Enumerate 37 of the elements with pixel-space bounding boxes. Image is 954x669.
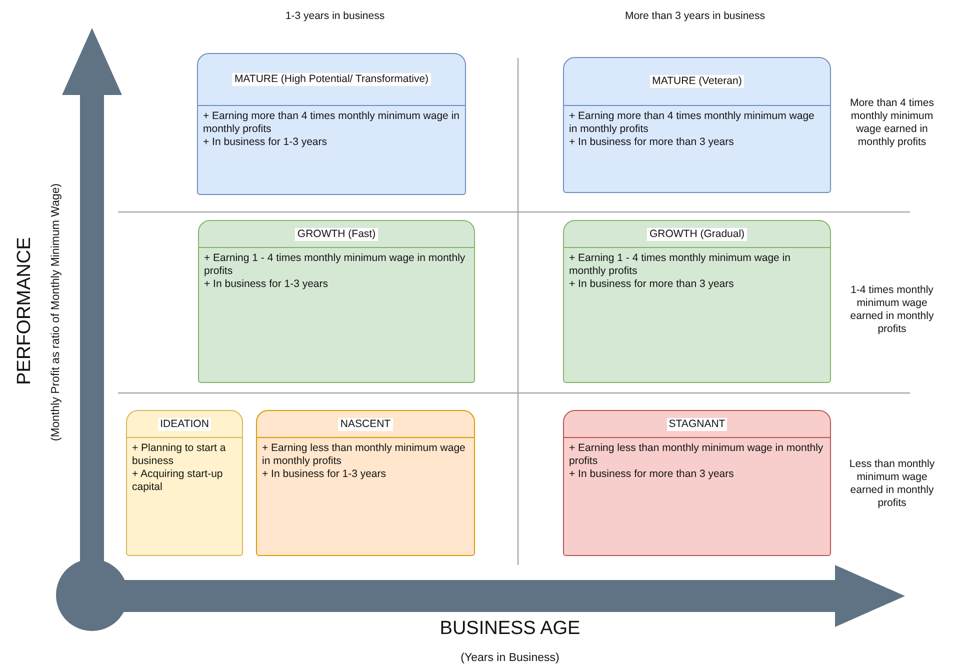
criterion-text: + In business for more than 3 years [569, 278, 735, 291]
row-label: More than 4 times monthly minimum wage earned in monthly profits [848, 97, 936, 149]
criterion-text: + In business for 1-3 years [204, 278, 330, 291]
criterion-text: + Earning more than 4 times monthly minimum wage in monthly profits [203, 110, 460, 136]
criterion-text: + Planning to start a business [132, 442, 227, 468]
stage-heading: IDEATION [158, 418, 211, 430]
stage-card [197, 53, 466, 195]
axis-title: BUSINESS AGE [438, 618, 582, 640]
criterion-text: + In business for more than 3 years [569, 468, 735, 481]
criterion-text: + Earning 1 - 4 times monthly minimum wage in monthly profits [204, 252, 466, 278]
criterion-text: + Earning less than monthly minimum wage in monthly profits [262, 442, 466, 468]
criterion-text: + Acquiring start-up capital [132, 468, 224, 494]
criterion-text: + In business for more than 3 years [569, 136, 735, 149]
stage-heading: NASCENT [338, 418, 393, 430]
criterion-text: + In business for 1-3 years [262, 468, 388, 481]
row-label: Less than monthly minimum wage earned in monthly profits [848, 458, 936, 510]
stage-heading: MATURE (Veteran) [650, 75, 744, 88]
criterion-text: + In business for 1-3 years [203, 136, 328, 149]
stage-heading: MATURE (High Potential/ Transformative) [232, 73, 431, 86]
row-label: 1-4 times monthly minimum wage earned in monthly profits [849, 284, 935, 336]
column-header: 1-3 years in business [284, 10, 386, 23]
stage-heading: STAGNANT [666, 418, 728, 430]
stage-card [126, 410, 243, 556]
stage-card [563, 57, 831, 193]
stage-card [198, 220, 475, 383]
axis-subtitle: (Monthly Profit as ratio of Monthly Minimum Wage) [48, 182, 63, 444]
stage-card [563, 220, 831, 383]
stage-card [256, 410, 475, 556]
criterion-text: + Earning 1 - 4 times monthly minimum wage in monthly profits [569, 252, 792, 278]
criterion-text: + Earning less than monthly minimum wage in monthly profits [569, 442, 824, 468]
criterion-text: + Earning more than 4 times monthly minimum wage in monthly profits [569, 110, 816, 136]
axis-title: PERFORMANCE [14, 236, 36, 387]
column-header: More than 3 years in business [624, 10, 766, 23]
stage-heading: GROWTH (Fast) [295, 228, 378, 240]
stage-heading: GROWTH (Gradual) [647, 228, 747, 240]
stage-card [563, 410, 831, 556]
axis-subtitle: (Years in Business) [460, 651, 560, 666]
